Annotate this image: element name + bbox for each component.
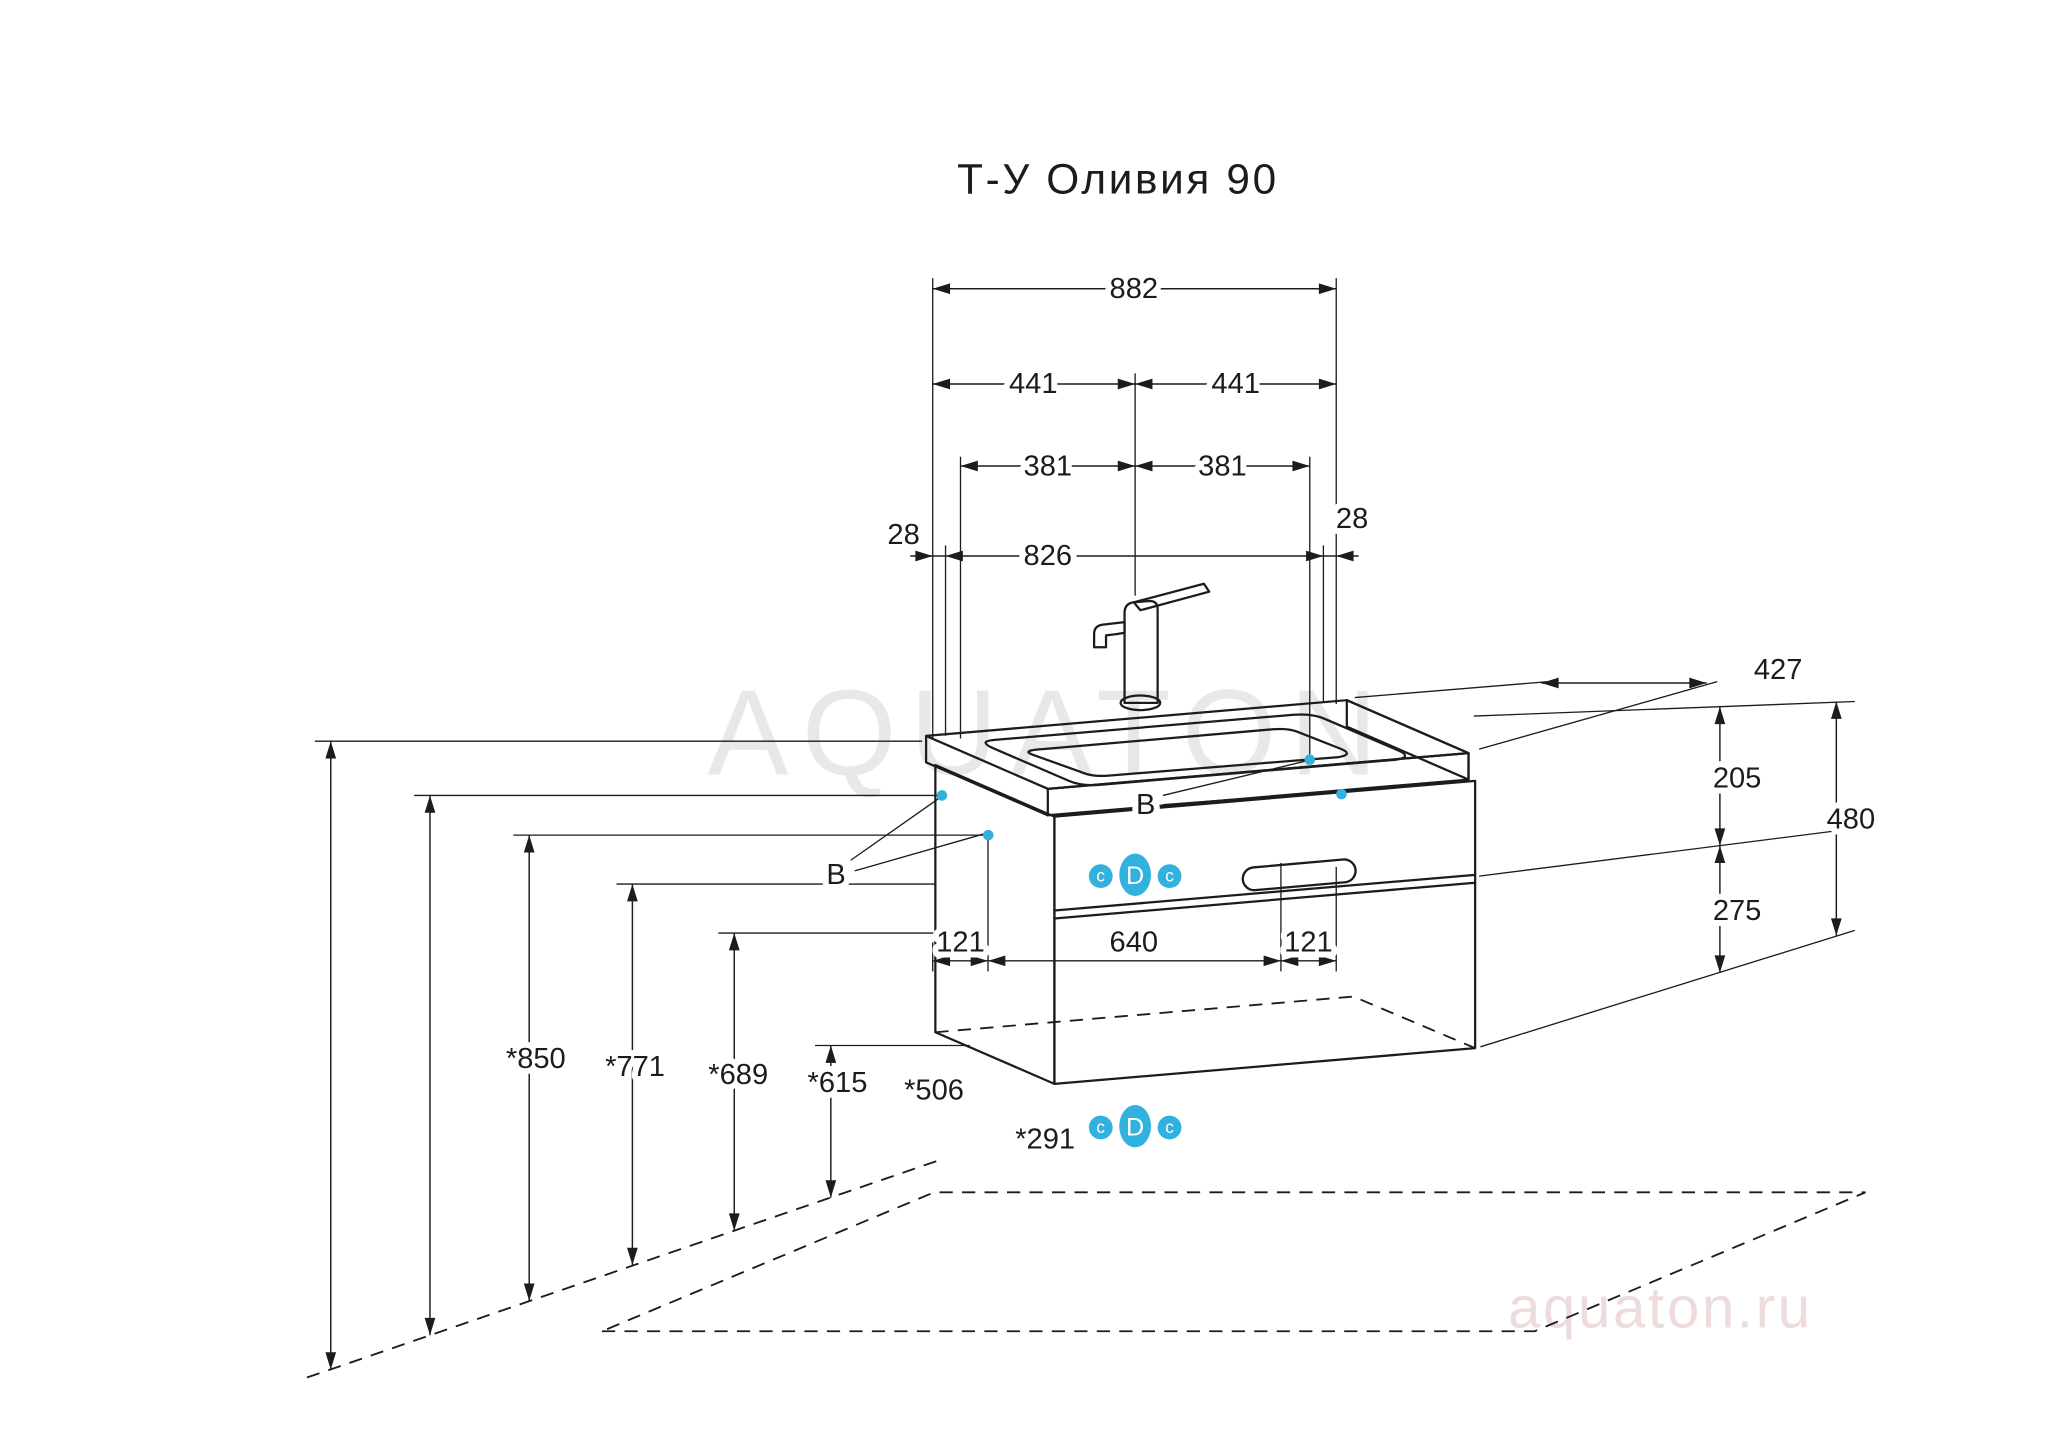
floor-baseline-dashed bbox=[306, 1158, 943, 1379]
dim-275: 275 bbox=[1713, 895, 1762, 927]
dim-205: 205 bbox=[1713, 763, 1762, 795]
mount-dot bbox=[982, 829, 994, 841]
cabinet bbox=[934, 763, 1477, 1085]
connection-circle bbox=[1157, 1115, 1182, 1140]
dimension-lines bbox=[325, 283, 1842, 1370]
drawer-handle-slot bbox=[1243, 860, 1355, 890]
drain-oval bbox=[1119, 853, 1152, 896]
drain-marker-bottom bbox=[1088, 1105, 1182, 1148]
dimension-labels: 882 441 441 381 381 28 28 826 427 205 27… bbox=[500, 267, 1881, 1162]
connection-circle bbox=[1088, 864, 1113, 889]
dim-615: *615 bbox=[808, 1067, 868, 1099]
drain-oval bbox=[1119, 1105, 1152, 1148]
connection-label: c bbox=[1096, 865, 1105, 885]
drawer-divider-top bbox=[1053, 873, 1477, 912]
dim-427: 427 bbox=[1754, 654, 1803, 686]
mount-dot bbox=[1304, 754, 1316, 766]
dim-441-right: 441 bbox=[1211, 368, 1260, 400]
bracket-callouts: В В bbox=[820, 760, 1338, 897]
mount-dot bbox=[936, 790, 948, 801]
faucet-lever bbox=[1132, 582, 1211, 612]
bracket-label-right: В bbox=[1136, 789, 1155, 821]
bowl-rim bbox=[984, 713, 1407, 787]
bowl-bottom bbox=[1027, 727, 1348, 778]
drawer-divider-bottom bbox=[1053, 881, 1477, 920]
drain-markers: c D c c D c bbox=[1088, 853, 1182, 1148]
floor-outline bbox=[306, 1158, 1866, 1379]
drain-marker-top bbox=[1088, 853, 1182, 896]
connection-label: c bbox=[1165, 865, 1174, 885]
faucet-spout bbox=[1092, 621, 1126, 649]
faucet bbox=[1092, 582, 1211, 712]
dim-850: *850 bbox=[506, 1043, 566, 1075]
basin-right-face bbox=[1345, 699, 1470, 781]
extension-lines bbox=[314, 278, 1856, 1048]
dim-28-right: 28 bbox=[1336, 503, 1368, 535]
dim-480: 480 bbox=[1827, 804, 1876, 836]
dim-506: *506 bbox=[904, 1075, 964, 1107]
faucet-base bbox=[1119, 694, 1162, 712]
basin-left-edge bbox=[924, 734, 1049, 817]
dim-381-left: 381 bbox=[1024, 450, 1073, 482]
dim-640: 640 bbox=[1110, 927, 1159, 959]
cabinet-left-panel bbox=[934, 763, 1056, 1085]
floor-dashed-outline bbox=[601, 1191, 1866, 1333]
callout-line bbox=[1162, 790, 1338, 806]
dim-771: *771 bbox=[605, 1051, 665, 1083]
connection-circle bbox=[1088, 1115, 1113, 1140]
drain-label: D bbox=[1126, 1113, 1144, 1141]
dim-441-left: 441 bbox=[1009, 368, 1058, 400]
mount-dot bbox=[1336, 788, 1347, 800]
brand-watermark: AQUATON bbox=[708, 664, 1391, 800]
page-title: Т-У Оливия 90 bbox=[957, 155, 1279, 202]
dim-882: 882 bbox=[1110, 273, 1159, 305]
callout-line bbox=[854, 833, 985, 872]
dim-28-left: 28 bbox=[887, 519, 919, 551]
cabinet-hidden-bottom-edges bbox=[935, 995, 1476, 1049]
washbasin bbox=[924, 699, 1470, 817]
connection-circle bbox=[1157, 864, 1182, 889]
callout-line bbox=[1162, 760, 1306, 797]
vanity-drawing bbox=[306, 582, 1866, 1379]
dim-381-right: 381 bbox=[1198, 450, 1247, 482]
connection-label: c bbox=[1165, 1117, 1174, 1137]
callout-line bbox=[850, 797, 940, 861]
faucet-body bbox=[1123, 599, 1159, 704]
site-watermark: aquaton.ru bbox=[1508, 1275, 1813, 1340]
dim-291: *291 bbox=[1015, 1124, 1075, 1156]
dim-689: *689 bbox=[708, 1059, 768, 1091]
dim-121-right: 121 bbox=[1284, 927, 1333, 959]
dim-826: 826 bbox=[1024, 540, 1073, 572]
mounting-dots bbox=[936, 754, 1347, 841]
connection-label: c bbox=[1096, 1117, 1105, 1137]
bracket-label-left: В bbox=[826, 859, 845, 891]
drain-label: D bbox=[1126, 862, 1144, 890]
dim-121-left: 121 bbox=[936, 927, 985, 959]
